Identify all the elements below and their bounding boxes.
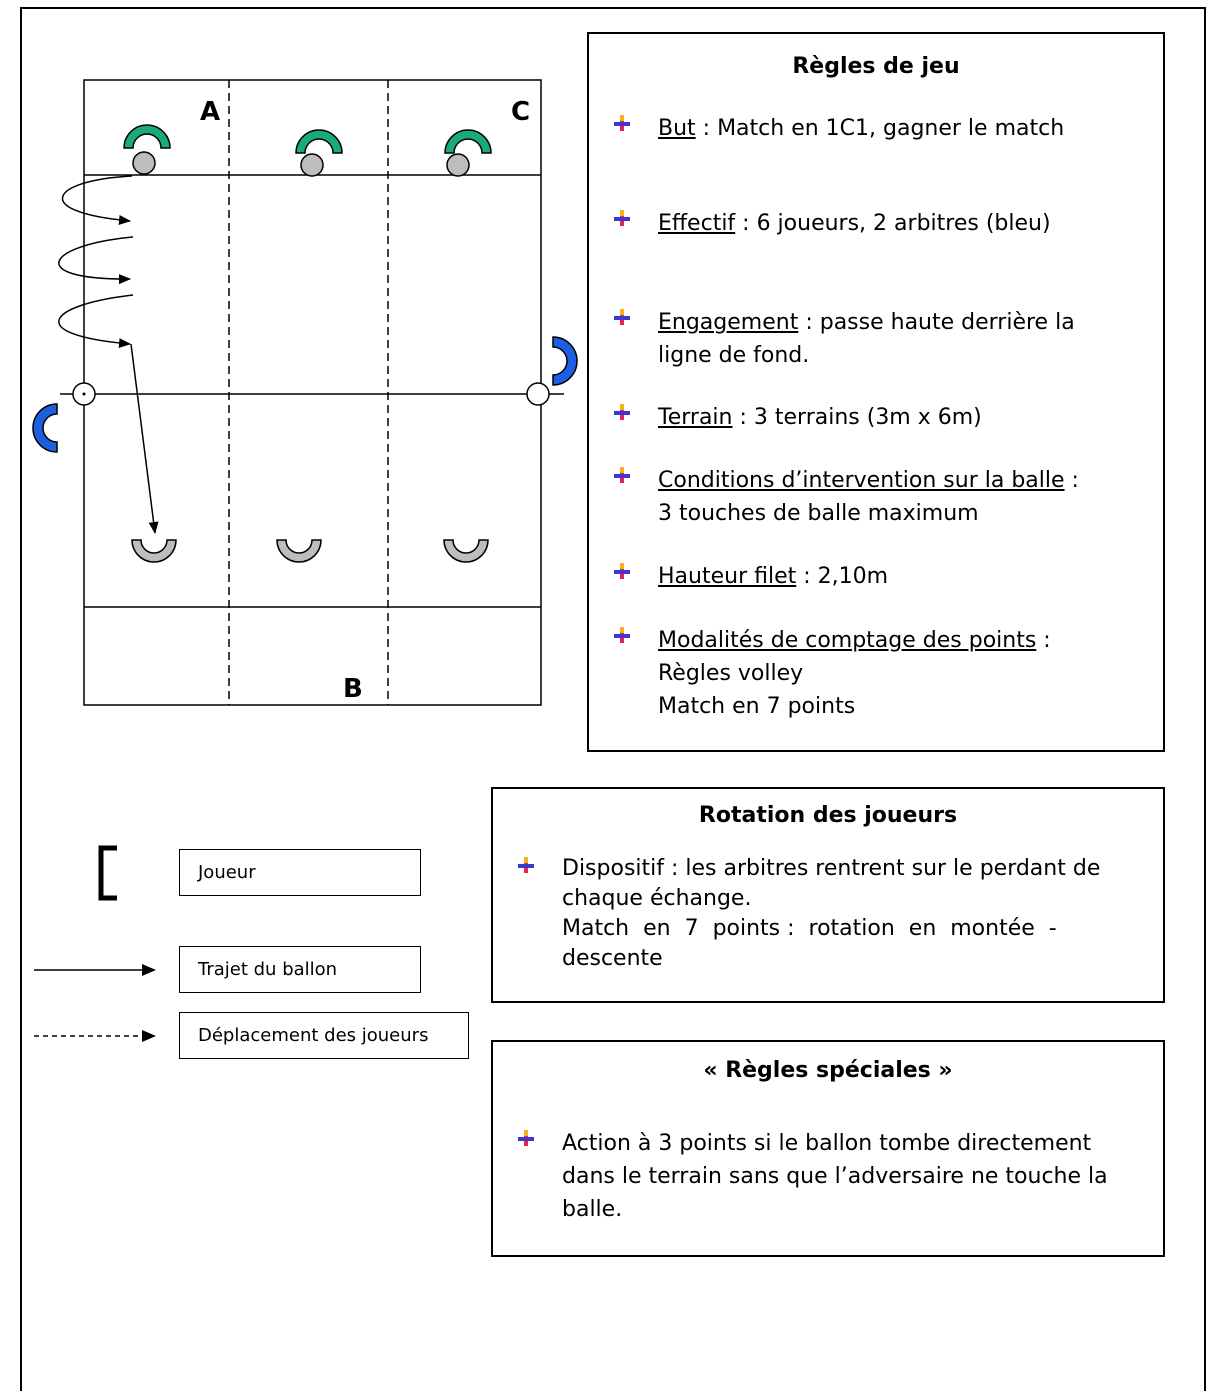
net-post-left-dot xyxy=(82,392,86,396)
rule-item-but: But : Match en 1C1, gagner le match xyxy=(611,112,1064,145)
rule-label: Hauteur filet xyxy=(658,564,797,589)
legend-player-label: Joueur xyxy=(198,862,256,883)
bullet-icon xyxy=(614,115,630,131)
court-label-a: A xyxy=(200,97,220,127)
player-bottom-a xyxy=(131,539,177,563)
bullet-icon xyxy=(614,404,630,420)
rule-text-line2: Règles volley xyxy=(658,661,804,686)
ball-trajectory-loop-3 xyxy=(58,294,134,349)
player-top-b xyxy=(295,129,343,177)
bullet-icon xyxy=(614,210,630,226)
player-bottom-c xyxy=(443,539,489,563)
rule-item-comptage: Modalités de comptage des points : Règles… xyxy=(611,624,1051,723)
rule-text-line3: Match en 7 points xyxy=(658,694,856,719)
rule-text: : 3 terrains (3m x 6m) xyxy=(732,405,982,430)
rotation-panel: Rotation des joueurs Dispositif : les ar… xyxy=(491,787,1165,1003)
court-diagram: A C B xyxy=(32,79,578,706)
legend-player-move-box: Déplacement des joueurs xyxy=(179,1012,469,1059)
special-rules-panel: « Règles spéciales » Action à 3 points s… xyxy=(491,1040,1165,1257)
rule-label: Terrain xyxy=(658,405,733,430)
player-bottom-b xyxy=(276,539,322,563)
rule-text: : 6 joueurs, 2 arbitres (bleu) xyxy=(735,211,1051,236)
court-label-b: B xyxy=(343,674,363,704)
rule-label: Modalités de comptage des points xyxy=(658,628,1037,653)
player-top-c xyxy=(444,129,492,177)
ball-trajectory-loop-1 xyxy=(61,175,133,225)
rotation-title: Rotation des joueurs xyxy=(698,803,958,828)
rule-text: : xyxy=(1036,628,1051,653)
rule-item-engagement: Engagement : passe haute derrière la lign… xyxy=(611,306,1075,372)
rules-panel: Règles de jeu But : Match en 1C1, gagner… xyxy=(587,32,1165,752)
rotation-line-4: descente xyxy=(562,946,663,971)
rules-title: Règles de jeu xyxy=(792,54,960,79)
rule-label: Effectif xyxy=(658,211,736,236)
rule-text: : 2,10m xyxy=(796,564,889,589)
rotation-line-2: chaque échange. xyxy=(562,886,752,911)
net-post-right xyxy=(526,382,550,406)
rule-text-line2: ligne de fond. xyxy=(658,343,810,368)
bullet-icon xyxy=(518,1130,534,1146)
ball-trajectory-loop-2 xyxy=(58,236,134,285)
ball-trajectory-final xyxy=(130,343,159,534)
special-line-1: Action à 3 points si le ballon tombe dir… xyxy=(562,1131,1092,1156)
bullet-icon xyxy=(518,857,534,873)
legend-player-symbol xyxy=(98,845,117,901)
special-line-3: balle. xyxy=(562,1197,623,1222)
rotation-line-3: Match en 7 points : rotation en montée - xyxy=(562,916,1057,941)
legend-player-box: Joueur xyxy=(179,849,421,896)
legend-ball-path-arrow xyxy=(34,964,156,976)
legend-player-move-arrow xyxy=(34,1030,156,1042)
rule-item-conditions: Conditions d’intervention sur la balle :… xyxy=(611,464,1079,530)
legend-ball-path-box: Trajet du ballon xyxy=(179,946,421,993)
rule-label: Engagement xyxy=(658,310,799,335)
rule-item-effectif: Effectif : 6 joueurs, 2 arbitres (bleu) xyxy=(611,207,1051,240)
rule-label: Conditions d’intervention sur la balle xyxy=(658,468,1065,493)
bullet-icon xyxy=(614,563,630,579)
special-rules-title: « Règles spéciales » xyxy=(703,1058,953,1083)
bullet-icon xyxy=(614,627,630,643)
legend-ball-path-label: Trajet du ballon xyxy=(198,959,338,980)
rule-text: : xyxy=(1064,468,1079,493)
rule-item-hauteur: Hauteur filet : 2,10m xyxy=(611,560,888,593)
player-top-a xyxy=(123,124,171,175)
referee-left xyxy=(32,403,58,453)
bullet-icon xyxy=(614,467,630,483)
court-label-c: C xyxy=(511,97,530,127)
special-line-2: dans le terrain sans que l’adversaire ne… xyxy=(562,1164,1108,1189)
legend-player-move-label: Déplacement des joueurs xyxy=(198,1025,429,1046)
page-frame xyxy=(20,7,1206,1391)
rule-text-line2: 3 touches de balle maximum xyxy=(658,501,979,526)
referee-right xyxy=(552,336,578,386)
bullet-icon xyxy=(614,309,630,325)
rule-text: : passe haute derrière la xyxy=(798,310,1075,335)
rotation-item: Dispositif : les arbitres rentrent sur l… xyxy=(515,854,1147,974)
rotation-line-1: Dispositif : les arbitres rentrent sur l… xyxy=(562,856,1101,881)
rule-label: But xyxy=(658,116,696,141)
rule-item-terrain: Terrain : 3 terrains (3m x 6m) xyxy=(611,401,982,434)
rule-text: : Match en 1C1, gagner le match xyxy=(695,116,1065,141)
special-rule-item: Action à 3 points si le ballon tombe dir… xyxy=(515,1127,1147,1226)
